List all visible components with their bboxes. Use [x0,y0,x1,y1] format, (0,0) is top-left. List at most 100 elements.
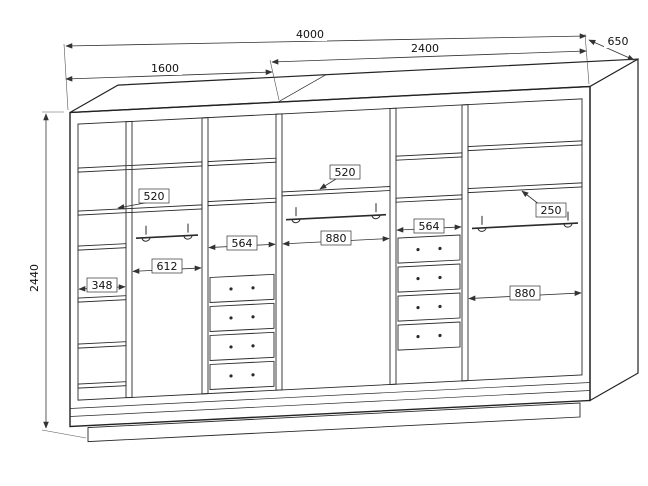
shelf [77,381,127,389]
shelf [395,152,463,161]
dim-text-hanging-left: 612 [157,260,178,273]
partition [461,104,469,382]
dim-label-shelf-depth-left: 520 [138,188,170,204]
drawer-front [397,263,461,293]
drawer-knob [416,276,420,281]
drawer-front [397,292,461,322]
drawer-knob [416,247,420,252]
drawer-knob [229,374,233,378]
front-frame [69,85,591,428]
label-bg [138,188,170,204]
dimension-labels: 4000 2400 1600 650 2440 520 520 2 [27,27,632,301]
label-bg [27,261,41,295]
shelf [281,186,391,197]
right-side-face [589,58,639,402]
label-bg [86,277,118,293]
dim-text-hanging-mid: 880 [326,232,347,245]
label-bg [320,230,352,246]
drawer-knob [438,275,442,280]
rod-hook [371,203,381,220]
dim-label-shelf-depth-right: 250 [535,202,567,218]
label-bg [226,235,258,251]
rod-hook [291,207,301,224]
dim-text-depth: 650 [608,35,629,48]
label-bg [413,218,445,234]
rod-hook [141,225,151,242]
shelf [207,157,277,167]
label-bg [293,27,327,41]
partition [125,120,133,399]
drawer-front [397,234,461,264]
label-bg [329,164,361,180]
drawer-stack-left [209,273,275,390]
drawer-knob [251,344,255,348]
label-bg [604,34,632,48]
shelf [395,194,463,203]
track-line [70,390,590,417]
dim-label-drawers-right: 564 [413,218,445,234]
shelf [77,243,127,251]
shelves [77,140,583,389]
partition [389,107,397,385]
drawer-stack-right [397,234,461,351]
dim-label-shelf-depth-mid: 520 [329,164,361,180]
rod-hook [183,223,193,240]
rod [472,222,578,230]
dim-label-drawers-left: 564 [226,235,258,251]
drawer-knob [251,315,255,319]
drawer-front [209,360,275,390]
drawer-knob [416,334,420,339]
drawer-knob [438,333,442,338]
shelf [207,197,277,207]
hanging-rod-right [472,211,578,232]
rod-hook [477,215,487,232]
dim-line-1600 [65,69,273,82]
top-face-seam [277,74,327,103]
dim-label-hanging-left: 612 [151,258,183,274]
extension-line [269,59,280,101]
partition [275,113,283,391]
dim-label-depth: 650 [604,34,632,48]
rod-hook [563,211,573,228]
shelf [467,140,583,152]
dim-text-shelf-depth-left: 520 [144,190,165,203]
drawer-knob [251,286,255,290]
dim-text-total-width: 4000 [296,28,324,41]
rod [136,234,198,239]
label-bg [535,202,567,218]
dim-text-drawers-right: 564 [419,220,440,233]
shelf [77,204,203,216]
drawer-front [209,331,275,361]
label-bg [148,61,182,75]
dim-label-height: 2440 [27,261,41,295]
drawer-knob [438,304,442,309]
dim-text-left-section: 1600 [151,62,179,75]
extension-line [41,429,87,439]
dim-label-hanging-right: 880 [509,285,541,301]
drawer-front [209,302,275,332]
drawer-knob [229,316,233,320]
partition [201,117,209,395]
drawer-knob [229,345,233,349]
inner-cavity [77,98,583,401]
label-bg [509,285,541,301]
dim-text-shelf-depth-mid: 520 [335,166,356,179]
wardrobe-body [69,58,639,443]
dim-label-total-width: 4000 [293,27,327,41]
plinth [87,402,581,443]
dim-text-right-section: 2400 [411,42,439,55]
drawer-knob [438,246,442,251]
dim-text-height: 2440 [28,264,41,292]
drawer-knob [251,373,255,377]
partitions [125,104,469,399]
leader-520-middle [319,178,337,190]
dim-text-shelf-depth-right: 250 [541,204,562,217]
dim-text-drawers-left: 564 [232,237,253,250]
label-bg [151,258,183,274]
dim-line-650 [588,39,635,61]
track-line [70,382,590,409]
dim-label-cubby: 348 [86,277,118,293]
dim-line-2400 [271,48,587,65]
